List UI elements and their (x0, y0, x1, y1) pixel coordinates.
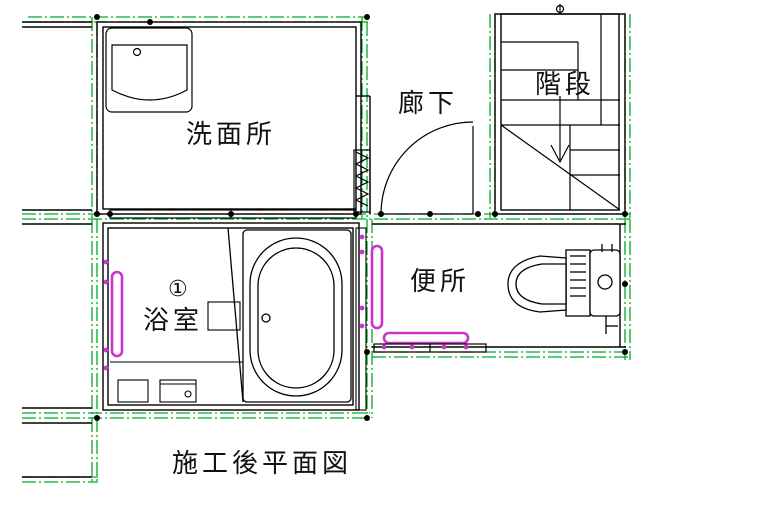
bathroom-number-marker: ① (168, 277, 188, 302)
room-label-washroom: 洗面所 (186, 120, 276, 150)
grid-intersections (94, 14, 628, 421)
sink-basin (105, 27, 193, 113)
room-label-toilet: 便所 (410, 267, 470, 297)
plan-caption: 施工後平面図 (172, 449, 352, 479)
handrail-anchors (103, 234, 469, 371)
room-label-stairs: 階段 (535, 70, 595, 100)
handrails (110, 244, 470, 358)
corridor-door (380, 121, 474, 215)
room-label-corridor: 廊下 (398, 89, 458, 119)
toilet-bowl (507, 244, 621, 334)
room-label-bathroom: 浴室 (143, 306, 203, 336)
toilet-door (373, 343, 487, 353)
bathtub (227, 227, 352, 403)
bathroom-door (355, 227, 367, 411)
bath-counter (110, 301, 243, 403)
washroom-door (353, 149, 371, 213)
staircase (500, 4, 621, 211)
